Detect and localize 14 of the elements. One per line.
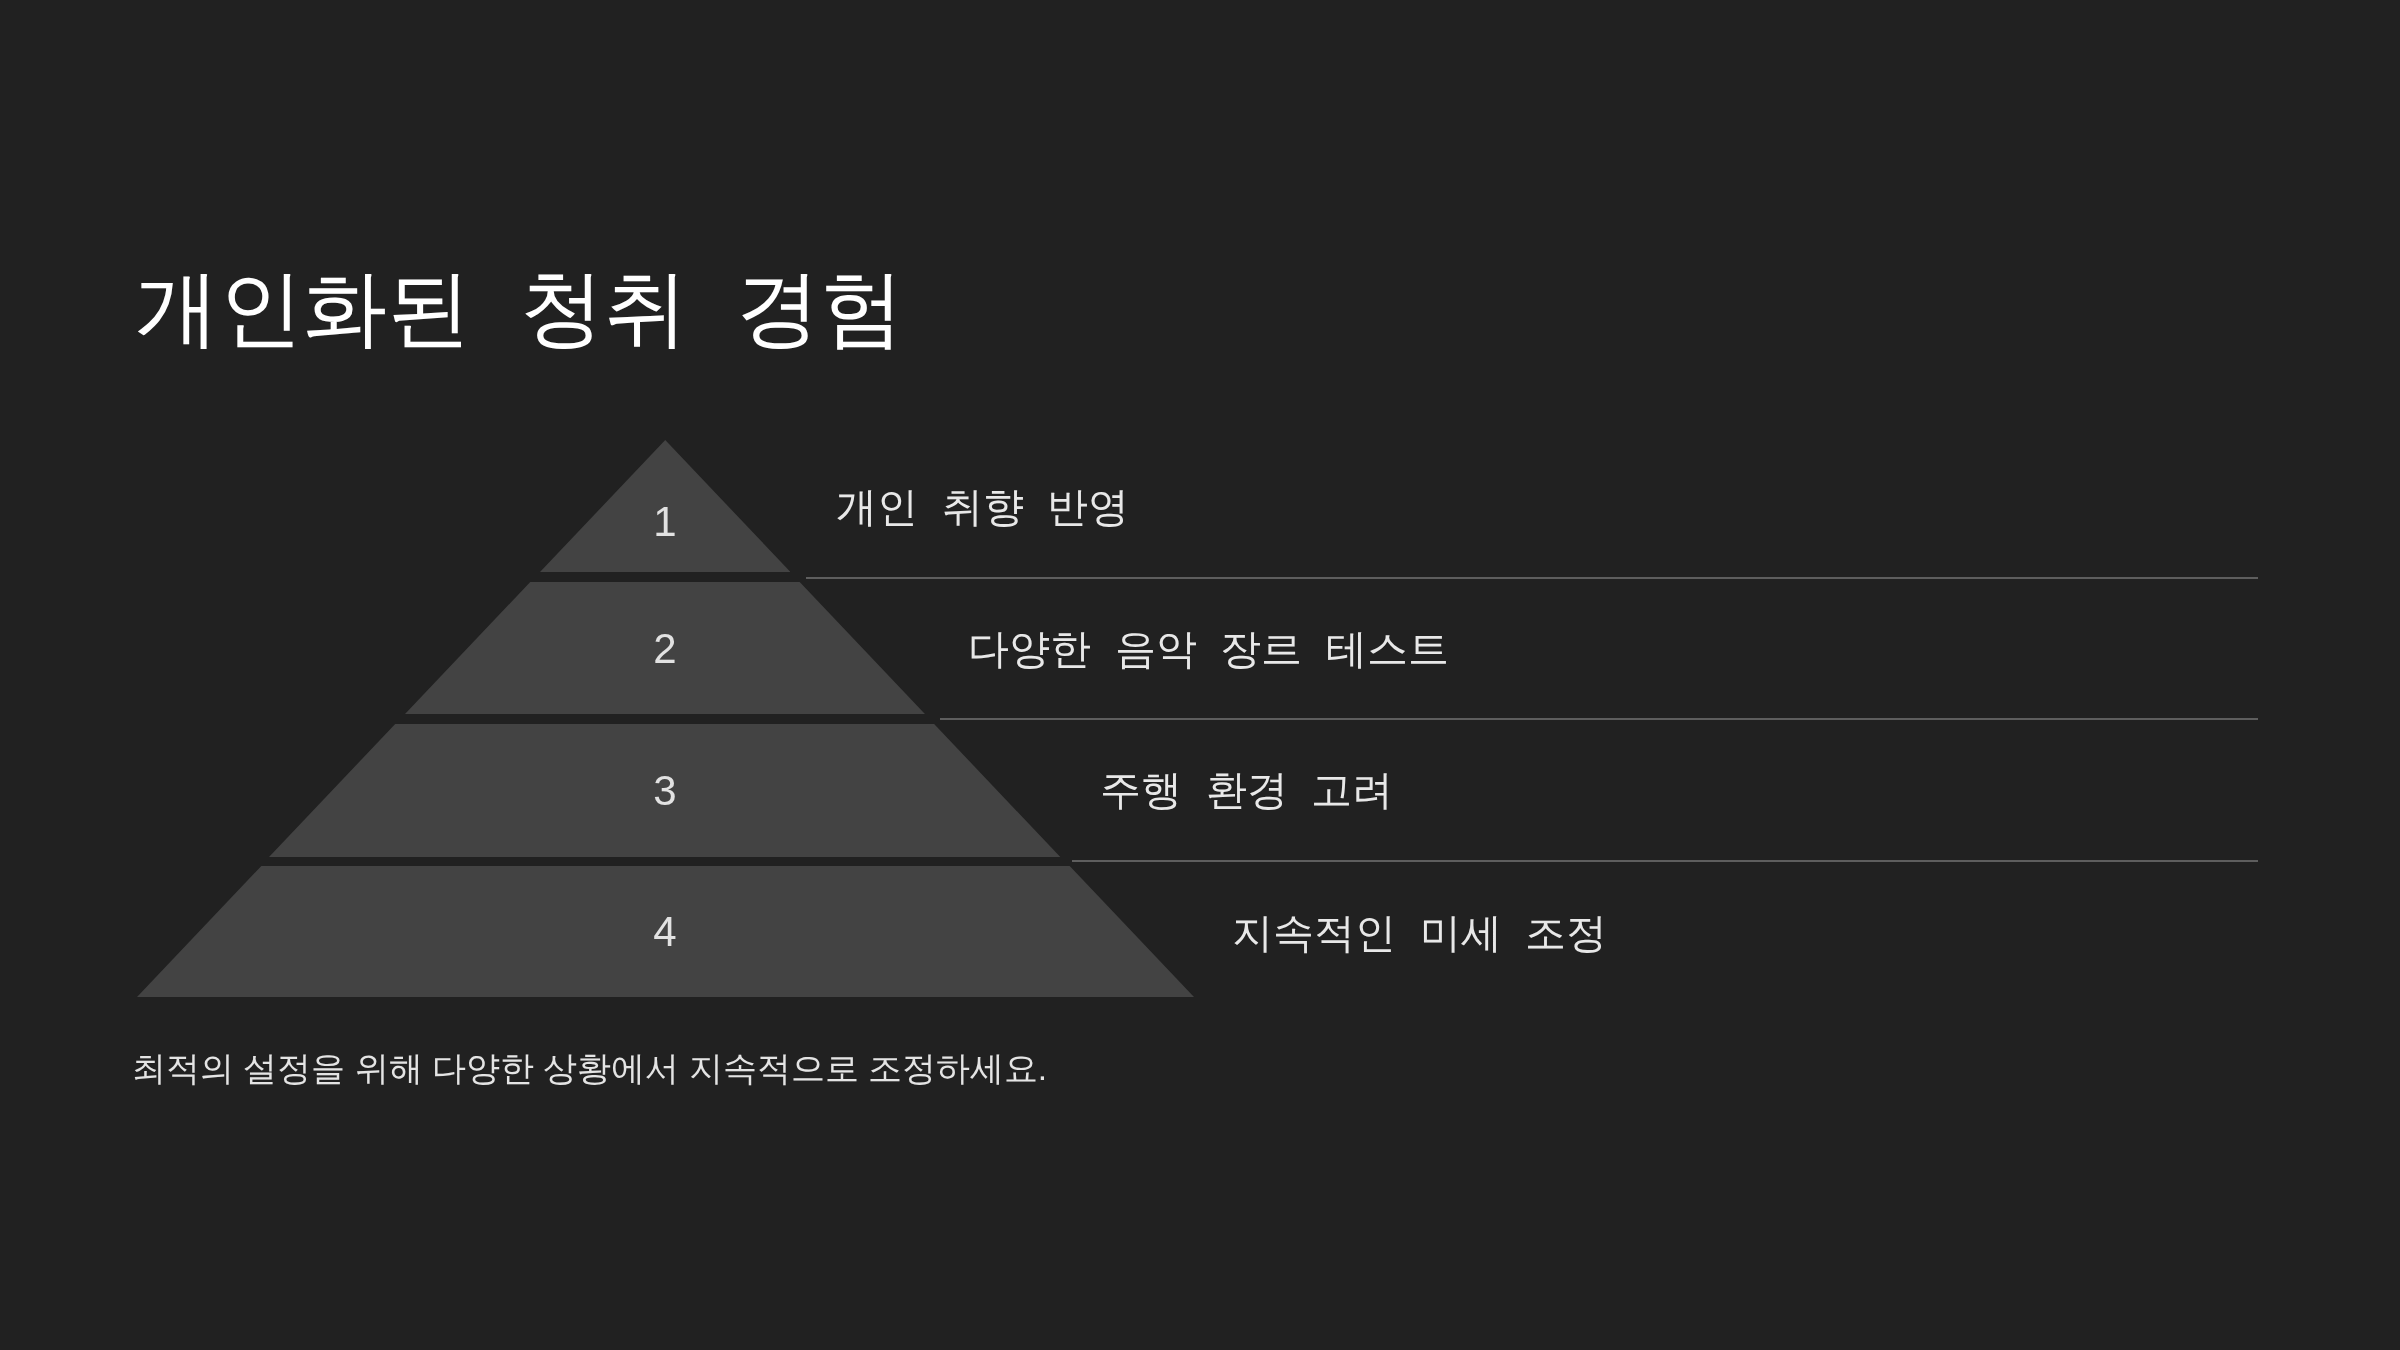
pyramid-layer	[269, 724, 1061, 857]
caption: 최적의 설정을 위해 다양한 상황에서 지속적으로 조정하세요.	[132, 1049, 1048, 1089]
title: 개인화된 청취 경험	[135, 260, 905, 357]
layer-description: 다양한 음악 장르 테스트	[968, 625, 1450, 674]
pyramid-layer	[136, 866, 1194, 997]
layer-number: 3	[653, 766, 677, 816]
layer-description: 지속적인 미세 조정	[1232, 909, 1608, 958]
pyramid-layer	[405, 582, 925, 714]
layer-description: 개인 취향 반영	[836, 483, 1130, 532]
pyramid-layer	[539, 440, 791, 572]
layer-number: 4	[653, 907, 677, 957]
layer-number: 2	[653, 624, 677, 674]
layer-description: 주행 환경 고려	[1100, 766, 1394, 815]
layer-number: 1	[653, 497, 677, 547]
